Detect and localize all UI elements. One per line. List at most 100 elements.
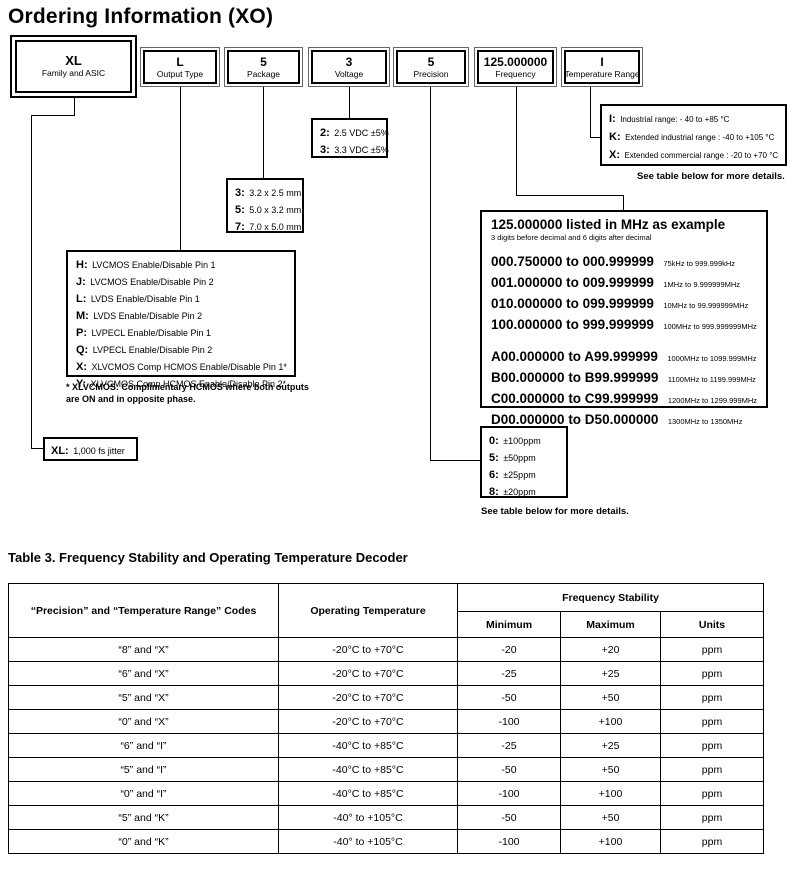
cell-codes: “8” and “X” [8,637,279,662]
option-line: K: Extended industrial range : -40 to +1… [609,128,778,146]
option-desc: XLVCMOS Comp HCMOS Enable/Disable Pin 2* [90,379,287,389]
cell-temp: -40°C to +85°C [278,781,458,806]
order-label: Temperature Range [564,68,640,79]
option-key: X: [76,361,87,373]
cell-max: +50 [560,757,661,782]
option-key: 6: [489,469,499,481]
option-desc: Extended commercial range : -20 to +70 °… [624,151,779,160]
connector-line [623,195,624,210]
option-key: L: [76,293,87,305]
table3-title: Table 3. Frequency Stability and Operati… [8,550,408,565]
option-desc: Extended industrial range : -40 to +105 … [625,133,775,142]
frequency-range-note: 10MHz to 99.999999MHz [663,301,749,310]
page-title: Ordering Information (XO) [8,5,274,28]
option-line: 6: ±25ppm [489,466,559,483]
option-line: H: LVCMOS Enable/Disable Pin 1 [76,256,286,273]
header-codes: “Precision” and “Temperature Range” Code… [8,583,279,638]
voltage-options-box: 2: 2.5 VDC ±5% 3: 3.3 VDC ±5% [311,118,389,158]
option-line: J: LVCMOS Enable/Disable Pin 2 [76,273,286,290]
option-key: 7: [235,221,245,233]
cell-min: -25 [457,661,561,686]
cell-units: ppm [659,733,765,758]
option-desc: ±20ppm [503,487,536,497]
option-key: 5: [235,204,245,216]
cell-codes: “6” and “X” [8,661,279,686]
cell-temp: -40° to +105°C [278,805,458,830]
cell-min: -100 [457,781,561,806]
frequency-range: 000.750000 to 000.999999 [491,254,654,269]
option-line: 5: 5.0 x 3.2 mm [235,201,301,218]
frequency-ranges-box: 125.000000 listed in MHz as example 3 di… [480,210,768,427]
order-code: 5 [260,54,267,69]
frequency-range-line: 100.000000 to 999.999999 100MHz to 999.9… [491,315,757,336]
order-label: Package [246,68,281,79]
option-key: XL: [51,445,69,457]
cell-temp: -20°C to +70°C [278,637,458,662]
cell-units: ppm [659,637,765,662]
precision-options-box: 0: ±100ppm 5: ±50ppm 6: ±25ppm 8: ±20ppm [480,426,568,498]
frequency-range-line: 000.750000 to 000.999999 75kHz to 999.99… [491,252,757,273]
frequency-range-line: A00.000000 to A99.999999 1000MHz to 1099… [491,347,757,368]
connector-line [590,87,591,137]
order-label: Frequency [495,68,536,79]
table-row: “8” and “X” -20°C to +70°C -20 +20 ppm [8,637,765,662]
cell-temp: -40°C to +85°C [278,733,458,758]
cell-codes: “0” and “X” [8,709,279,734]
option-desc: LVDS Enable/Disable Pin 2 [93,311,203,321]
cell-max: +100 [560,829,661,854]
frequency-range: C00.000000 to C99.999999 [491,391,659,406]
frequency-range-line: C00.000000 to C99.999999 1200MHz to 1299… [491,389,757,410]
option-key: 3: [235,187,245,199]
table-header-row: Minimum Maximum Units [9,611,765,638]
order-code: 3 [345,54,353,69]
cell-temp: -40°C to +85°C [278,757,458,782]
option-desc: 5.0 x 3.2 mm [249,205,302,215]
option-desc: ±25ppm [503,470,536,480]
option-desc: LVCMOS Enable/Disable Pin 1 [92,260,216,270]
option-desc: LVPECL Enable/Disable Pin 2 [92,345,213,355]
option-line: Q: LVPECL Enable/Disable Pin 2 [76,341,286,358]
cell-units: ppm [659,661,765,686]
cell-units: ppm [659,829,765,854]
connector-line [180,87,181,250]
frequency-range-line: 001.000000 to 009.999999 1MHz to 9.99999… [491,273,757,294]
cell-min: -50 [457,685,561,710]
table-row: “0” and “X” -20°C to +70°C -100 +100 ppm [8,709,765,734]
xlvcmos-footnote: * XLVCMOS: Complimentary HCMOS where bot… [66,382,309,404]
option-line: 0: ±100ppm [489,432,559,449]
connector-line [516,87,517,195]
option-line: 5: ±50ppm [489,449,559,466]
table-row: “6” and “X” -20°C to +70°C -25 +25 ppm [8,661,765,686]
table-row: “6” and “I” -40°C to +85°C -25 +25 ppm [8,733,765,758]
frequency-range-note: 1200MHz to 1299.999MHz [667,396,758,405]
option-key: 5: [489,452,499,464]
option-line: 3: 3.2 x 2.5 mm [235,184,301,201]
order-box-temperature-range: I Temperature Range [561,47,643,87]
cell-min: -25 [457,733,561,758]
cell-max: +25 [560,661,661,686]
connector-line [349,87,350,118]
option-line: 2: 2.5 VDC ±5% [320,124,389,141]
cell-max: +100 [560,781,661,806]
cell-temp: -40° to +105°C [278,829,458,854]
option-line: XL: 1,000 fs jitter [51,442,130,459]
frequency-range-note: 100MHz to 999.999999MHz [663,322,757,331]
cell-max: +100 [560,709,661,734]
frequency-range: B00.000000 to B99.999999 [491,370,659,385]
option-desc: 2.5 VDC ±5% [334,128,389,138]
connector-line [430,87,431,460]
family-jitter-box: XL: 1,000 fs jitter [43,437,138,461]
option-key: Y: [76,378,87,390]
option-line: P: LVPECL Enable/Disable Pin 1 [76,324,286,341]
order-code: XL [65,53,82,68]
header-maximum: Maximum [560,611,661,638]
frequency-title: 125.000000 listed in MHz as example [491,217,726,232]
order-code: I [600,54,604,69]
order-label: Precision [413,68,449,79]
cell-units: ppm [659,685,765,710]
frequency-range: A00.000000 to A99.999999 [491,349,658,364]
option-key: Q: [76,344,89,356]
option-line: X: XLVCMOS Comp HCMOS Enable/Disable Pin… [76,358,287,375]
option-key: P: [76,327,87,339]
table-row: “0” and “I” -40°C to +85°C -100 +100 ppm [8,781,765,806]
